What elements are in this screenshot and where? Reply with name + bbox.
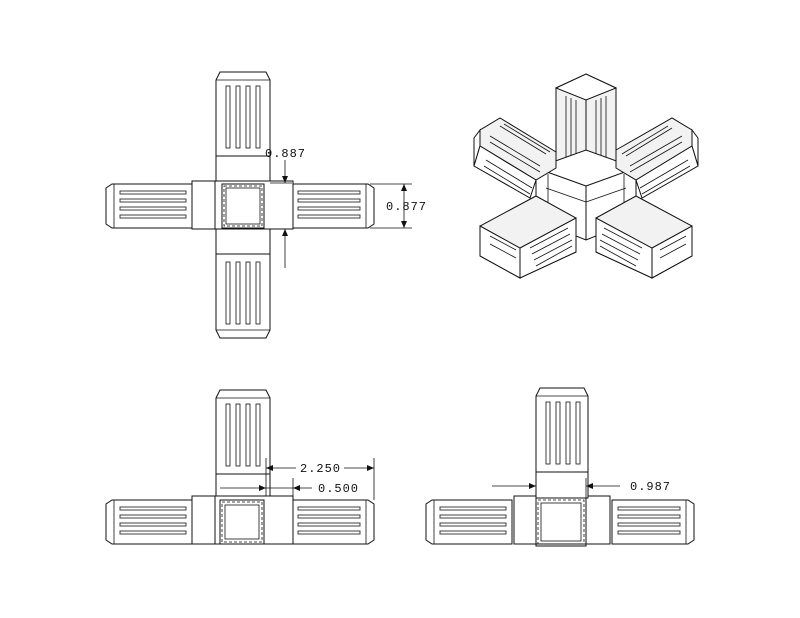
iso-front-right-arm [595, 195, 693, 279]
tee-hollow-hub [513, 495, 611, 545]
tee-hollow-right-arm [611, 499, 695, 545]
tee-socket-outer [219, 499, 265, 545]
dim-label-0877: 0.877 [386, 200, 427, 214]
four-way-socket-edge [223, 185, 263, 227]
dim-label-0500: 0.500 [318, 482, 359, 496]
tee-socket-inner [224, 504, 260, 540]
dimension-0877: 0.877 [370, 183, 427, 229]
tee-hollow-left-arm [425, 499, 513, 545]
dimension-0500: 0.500 [220, 478, 359, 496]
tee-left-arm [105, 495, 216, 545]
isometric-connector-view [473, 73, 699, 279]
iso-back-left-arm [473, 117, 557, 199]
dimension-0987: 0.987 [492, 478, 671, 498]
four-way-socket-inner [225, 187, 261, 225]
iso-back-right-arm [615, 117, 699, 199]
four-way-right-arm [292, 183, 375, 229]
iso-front-left-arm [479, 195, 577, 279]
four-way-socket-outer [221, 183, 265, 229]
four-way-bottom-arm [215, 228, 271, 339]
tee-hollow-connector-view: 0.987 [425, 387, 695, 547]
tee-hollow-socket-inner [540, 502, 582, 542]
dim-label-0887: 0.887 [265, 147, 306, 161]
four-way-hub [214, 180, 294, 230]
dimension-0887: 0.887 [265, 147, 306, 268]
dimension-2250: 2.250 [265, 458, 375, 500]
tee-right-arm [292, 499, 375, 545]
four-way-top-arm [215, 71, 271, 182]
dim-label-2250: 2.250 [300, 462, 341, 476]
tee-connector-view: 2.250 0.500 [105, 389, 375, 545]
four-way-connector-view: 0.887 0.877 [105, 71, 427, 339]
tee-hub [214, 495, 294, 545]
tee-top-arm [215, 389, 271, 497]
tee-hollow-top-arm [535, 387, 589, 499]
dim-label-0987: 0.987 [630, 480, 671, 494]
four-way-left-arm [105, 180, 216, 230]
